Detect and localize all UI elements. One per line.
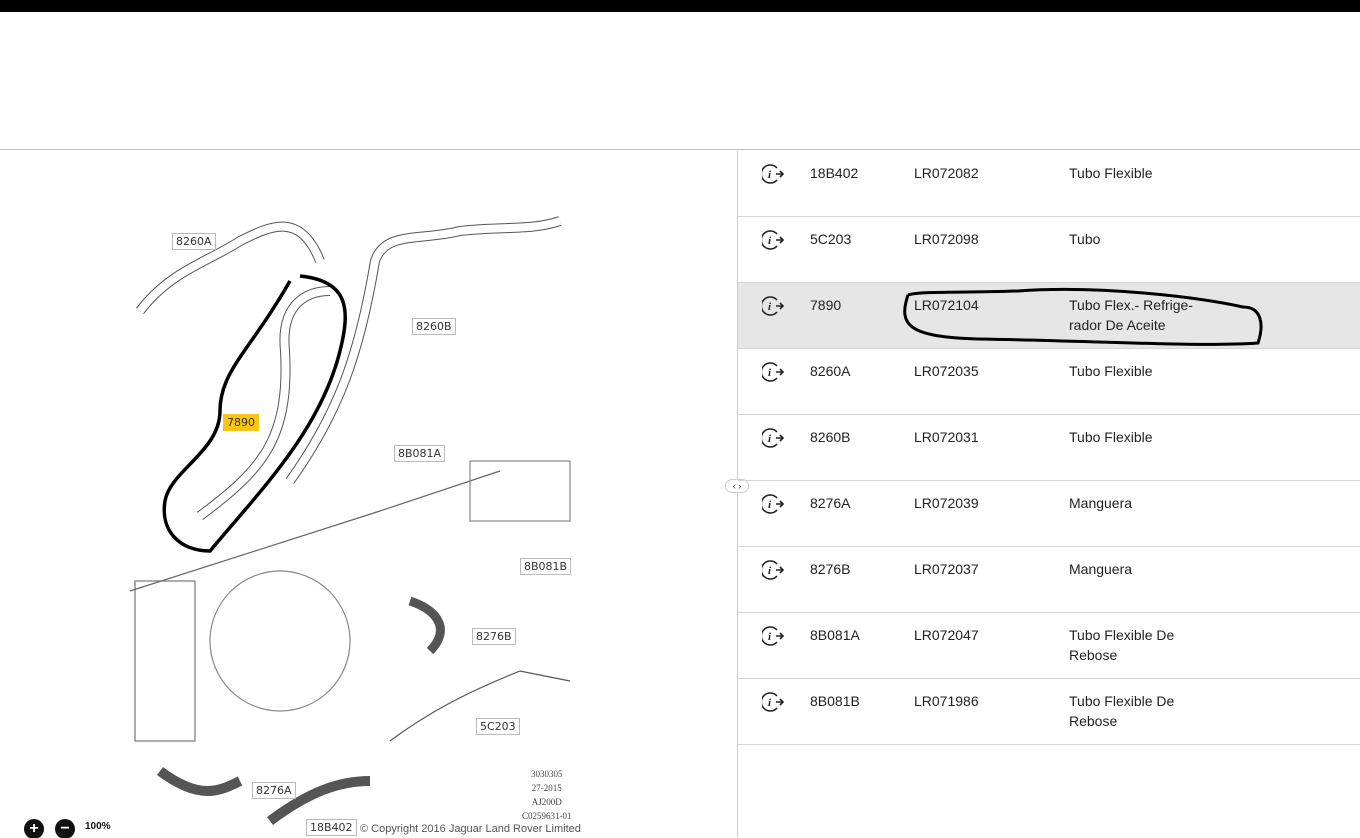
info-arrow-icon[interactable]: i [760, 229, 786, 254]
top-bar [0, 0, 1360, 12]
parts-row[interactable]: i 8260B LR072031 Tubo Flexible [738, 415, 1360, 481]
meta-line: 3030305 [531, 769, 563, 779]
hand-drawn-circle-annotation [903, 287, 1263, 346]
part-number: LR072035 [914, 363, 979, 379]
part-number: LR072039 [914, 495, 979, 511]
part-number: LR072098 [914, 231, 979, 247]
ref-number: 8276A [810, 495, 851, 511]
svg-text:i: i [768, 631, 772, 643]
parts-row[interactable]: i 8276A LR072039 Manguera [738, 481, 1360, 547]
ref-number: 5C203 [810, 231, 852, 247]
part-description: Manguera [1069, 495, 1133, 511]
info-arrow-icon[interactable]: i [760, 625, 786, 650]
callout-18B402[interactable]: 18B402 [306, 819, 357, 836]
svg-text:i: i [768, 697, 772, 709]
callout-8276A[interactable]: 8276A [252, 782, 296, 799]
part-description: Manguera [1069, 561, 1133, 577]
part-number: LR072047 [914, 627, 979, 643]
part-description: Tubo Flexible De Rebose [1069, 693, 1175, 729]
meta-line: AJ200D [531, 797, 562, 807]
info-arrow-icon[interactable]: i [760, 163, 786, 188]
part-number: LR072037 [914, 561, 979, 577]
svg-text:i: i [768, 565, 772, 577]
callout-7890[interactable]: 7890 [223, 414, 259, 431]
callout-8276B[interactable]: 8276B [472, 628, 516, 645]
part-description: Tubo Flexible [1069, 363, 1153, 379]
svg-text:i: i [768, 499, 772, 511]
part-description: Tubo Flexible De Rebose [1069, 627, 1175, 663]
callout-8260B[interactable]: 8260B [412, 318, 456, 335]
ref-number: 8260B [810, 429, 851, 445]
part-number: LR071986 [914, 693, 979, 709]
svg-text:i: i [768, 433, 772, 445]
parts-diagram[interactable]: 8260A 8260B 7890 8B081A 8B081B 8276B 5C2… [0, 151, 737, 838]
parts-row[interactable]: i 8B081B LR071986 Tubo Flexible De Rebos… [738, 679, 1360, 745]
callout-8B081A[interactable]: 8B081A [394, 445, 446, 462]
part-description: Tubo [1069, 231, 1101, 247]
diagram-meta: 3030305 27-2015 AJ200D C0259631-01 [522, 767, 572, 823]
info-arrow-icon[interactable]: i [760, 295, 786, 320]
parts-row[interactable]: i 8B081A LR072047 Tubo Flexible De Rebos… [738, 613, 1360, 679]
parts-row[interactable]: i 7890 LR072104 Tubo Flex.- Refrige-rado… [738, 283, 1360, 349]
meta-line: C0259631-01 [522, 811, 572, 821]
info-arrow-icon[interactable]: i [760, 559, 786, 584]
zoom-reset-button[interactable]: 100% [85, 821, 111, 832]
callout-8B081B[interactable]: 8B081B [520, 558, 572, 575]
info-arrow-icon[interactable]: i [760, 427, 786, 452]
ref-number: 7890 [810, 297, 842, 313]
ref-number: 8276B [810, 561, 851, 577]
svg-text:i: i [768, 301, 772, 313]
zoom-in-button[interactable]: + [24, 819, 44, 838]
meta-line: 27-2015 [531, 783, 562, 793]
header [0, 12, 1360, 150]
parts-row[interactable]: i 8260A LR072035 Tubo Flexible [738, 349, 1360, 415]
svg-text:i: i [768, 169, 772, 181]
parts-row[interactable]: i 18B402 LR072082 Tubo Flexible [738, 151, 1360, 217]
callout-8260A[interactable]: 8260A [172, 233, 216, 250]
info-arrow-icon[interactable]: i [760, 361, 786, 386]
part-description: Tubo Flex.- Refrige-rador De Aceite [1069, 297, 1193, 333]
parts-row[interactable]: i 8276B LR072037 Manguera [738, 547, 1360, 613]
copyright: © Copyright 2016 Jaguar Land Rover Limit… [360, 823, 581, 836]
ref-number: 18B402 [810, 165, 859, 181]
ref-number: 8260A [810, 363, 851, 379]
part-number: LR072104 [914, 297, 979, 313]
svg-text:i: i [768, 367, 772, 379]
ref-number: 8B081B [810, 693, 860, 709]
diagram-drawing [129, 216, 571, 826]
info-arrow-icon[interactable]: i [760, 493, 786, 518]
pane-splitter[interactable] [737, 151, 738, 838]
ref-number: 8B081A [810, 627, 860, 643]
part-number: LR072082 [914, 165, 979, 181]
zoom-out-button[interactable]: − [55, 819, 75, 838]
part-description: Tubo Flexible [1069, 165, 1153, 181]
part-number: LR072031 [914, 429, 979, 445]
svg-text:i: i [768, 235, 772, 247]
info-arrow-icon[interactable]: i [760, 691, 786, 716]
splitter-handle[interactable]: ‹ › [725, 479, 749, 493]
callout-5C203[interactable]: 5C203 [476, 718, 520, 735]
parts-row[interactable]: i 5C203 LR072098 Tubo [738, 217, 1360, 283]
part-description: Tubo Flexible [1069, 429, 1153, 445]
